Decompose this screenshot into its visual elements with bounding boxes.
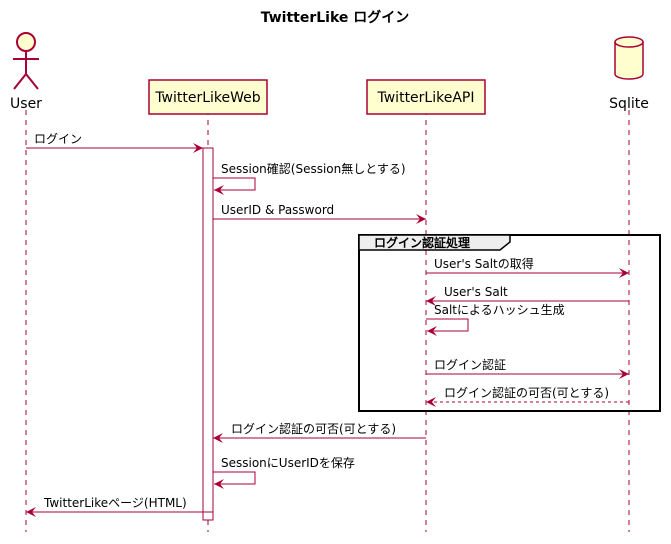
message-2: UserID & Password <box>213 203 426 224</box>
message-label: SessionにUserIDを保存 <box>221 456 355 470</box>
message-label: ログイン <box>34 132 82 146</box>
participant-api: TwitterLikeAPI <box>366 79 486 115</box>
activation-bars <box>202 147 214 521</box>
message-label: UserID & Password <box>221 203 334 217</box>
participant-label-user: User <box>10 96 42 112</box>
messages: ログイン Session確認(Session無しとする) UserID & Pass… <box>26 132 629 517</box>
message-9: SessionにUserIDを保存 <box>213 456 355 489</box>
actor-head <box>16 32 36 52</box>
message-3: User's Saltの取得 <box>426 256 629 278</box>
actor-leg-left <box>13 73 27 90</box>
participant-label-api: TwitterLikeAPI <box>377 90 475 106</box>
message-10: TwitterLikeページ(HTML) <box>26 496 213 517</box>
message-label: ログイン認証の可否(可とする) <box>444 385 609 400</box>
participant-box-api <box>366 79 486 115</box>
group-frame: ログイン認証処理 <box>358 234 661 412</box>
participant-web: TwitterLikeWeb <box>148 79 268 115</box>
participant-db: Sqlite <box>609 36 649 112</box>
message-label: User's Salt <box>444 285 508 299</box>
message-1: Session確認(Session無しとする) <box>213 161 406 195</box>
group-frame-tab <box>358 234 511 251</box>
message-label: Saltによるハッシュ生成 <box>434 303 565 317</box>
self-message-arrow <box>426 318 469 336</box>
message-7: ログイン認証の可否(可とする) <box>426 385 629 407</box>
message-8: ログイン認証の可否(可とする) <box>213 421 426 443</box>
database-rim <box>614 41 644 48</box>
message-0: ログイン <box>26 132 203 153</box>
database-body <box>614 36 644 80</box>
participant-label-db: Sqlite <box>609 96 649 112</box>
message-label: Session確認(Session無しとする) <box>221 161 406 176</box>
message-label: ログイン認証の可否(可とする) <box>231 421 396 436</box>
actor-figure-icon <box>13 32 39 90</box>
participant-box-web <box>148 79 268 115</box>
diagram-title: TwitterLike ログイン <box>261 9 410 26</box>
database-icon <box>614 36 644 80</box>
message-label: User's Saltの取得 <box>434 256 534 271</box>
participant-user: User <box>10 32 42 112</box>
actor-leg-right <box>25 73 39 90</box>
message-label: ログイン認証 <box>434 357 506 372</box>
activation-bar-web <box>202 147 214 521</box>
message-label: TwitterLikeページ(HTML) <box>43 496 187 510</box>
self-message-arrow <box>213 471 256 489</box>
group-frame-label: ログイン認証処理 <box>374 235 470 250</box>
message-5: Saltによるハッシュ生成 <box>426 303 565 336</box>
message-4: User's Salt <box>426 285 629 306</box>
participants: User TwitterLikeWeb TwitterLikeAPI Sqlite <box>10 32 649 115</box>
participant-label-web: TwitterLikeWeb <box>154 90 260 106</box>
self-message-arrow <box>213 177 256 195</box>
message-6: ログイン認証 <box>426 357 629 379</box>
